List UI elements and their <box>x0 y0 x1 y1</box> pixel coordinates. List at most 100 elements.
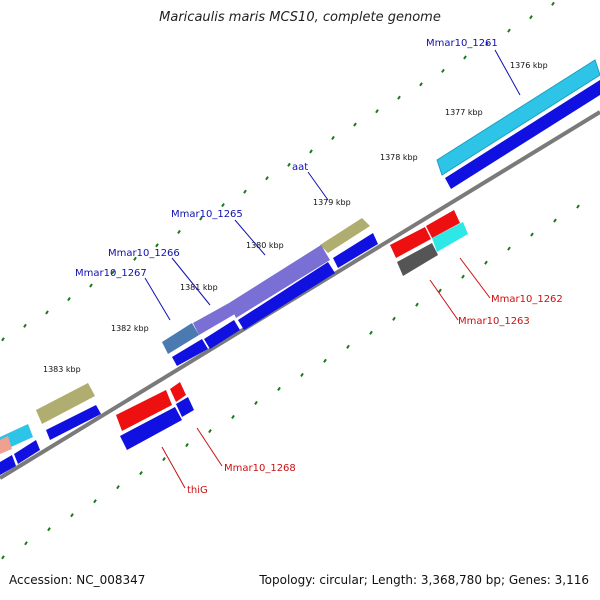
track-tick <box>243 189 247 194</box>
gene-mmar10-1266-cds[interactable] <box>204 320 240 349</box>
gene-thig-cds[interactable] <box>120 407 182 450</box>
label-mmar10-1268[interactable]: Mmar10_1268 <box>224 463 296 474</box>
track-tick <box>419 82 423 87</box>
gene-mmar10-1265-cds[interactable] <box>238 262 335 330</box>
track-tick <box>463 55 467 60</box>
ruler-label: 1378 kbp <box>380 153 418 162</box>
ruler-label: 1379 kbp <box>313 198 351 207</box>
track-tick <box>397 95 401 100</box>
gene-mmar10-1262[interactable] <box>432 222 468 252</box>
track-tick <box>254 400 258 406</box>
track-tick <box>177 229 181 234</box>
track-tick <box>47 527 51 532</box>
gene-aat[interactable] <box>320 218 370 253</box>
track-tick <box>93 499 97 504</box>
label-mmar10-1261[interactable]: Mmar10_1261 <box>426 38 498 49</box>
track-tick <box>67 296 71 302</box>
ruler-label: 1376 kbp <box>510 61 548 70</box>
track-tick <box>287 162 291 167</box>
track-tick <box>461 274 465 279</box>
track-tick <box>89 283 93 288</box>
track-tick <box>155 243 159 248</box>
track-tick <box>485 41 489 47</box>
track-tick <box>208 428 212 434</box>
track-tick <box>24 541 28 546</box>
track-tick <box>392 316 396 321</box>
track-tick <box>45 310 49 315</box>
track-tick <box>111 270 115 275</box>
track-tick <box>375 109 379 114</box>
track-tick <box>553 218 557 223</box>
track-tick <box>507 28 511 33</box>
track-tick <box>231 414 235 420</box>
label-aat[interactable]: aat <box>292 162 308 173</box>
gene-mmar10-1263-rev[interactable] <box>390 227 431 258</box>
accession-text: Accession: NC_008347 <box>9 573 146 587</box>
ruler-label: 1382 kbp <box>111 324 149 333</box>
gene-mmar10-1263[interactable] <box>397 243 438 276</box>
label-mmar10-1263[interactable]: Mmar10_1263 <box>458 316 530 327</box>
track-tick <box>441 68 445 73</box>
track-tick <box>300 372 304 377</box>
track-tick <box>346 344 350 349</box>
label-mmar10-1262[interactable]: Mmar10_1262 <box>491 294 563 305</box>
ruler-label: 1380 kbp <box>246 241 284 250</box>
gene-mmar10-1261-cds[interactable] <box>445 80 600 189</box>
gene-mmar10-1267-cds[interactable] <box>172 339 208 366</box>
track-tick <box>277 386 281 391</box>
gene-aat-cds[interactable] <box>333 233 378 268</box>
track-tick <box>1 555 5 560</box>
track-tick <box>199 216 203 221</box>
track-tick <box>576 204 580 209</box>
ruler-labels: 1376 kbp 1377 kbp 1378 kbp 1379 kbp 1380 kbp… <box>43 61 548 374</box>
track-tick <box>116 485 120 490</box>
track-tick <box>331 135 335 141</box>
gene-mmar10-1268[interactable] <box>170 382 186 402</box>
track-tick <box>484 260 488 265</box>
track-tick <box>529 15 533 20</box>
gene-left-cds-b[interactable] <box>0 455 16 475</box>
label-mmar10-1266[interactable]: Mmar10_1266 <box>108 248 180 259</box>
ruler-label: 1383 kbp <box>43 365 81 374</box>
label-leaders <box>144 49 521 489</box>
track-tick <box>309 149 313 154</box>
track-tick <box>185 442 189 448</box>
track-tick <box>415 302 419 307</box>
genome-backbone <box>0 110 600 480</box>
genome-summary: Topology: circular; Length: 3,368,780 bp… <box>259 573 589 587</box>
track-tick <box>133 256 137 261</box>
label-thig[interactable]: thiG <box>187 485 208 496</box>
track-tick <box>438 288 442 293</box>
track-tick <box>70 513 74 518</box>
track-tick <box>551 1 555 6</box>
gene-mmar10-1265[interactable] <box>229 245 330 318</box>
track-tick <box>507 246 511 251</box>
track-tick <box>265 176 269 181</box>
gene-mmar10-1267[interactable] <box>162 323 199 354</box>
label-mmar10-1265[interactable]: Mmar10_1265 <box>171 209 243 220</box>
track-tick <box>353 122 357 127</box>
gene-mmar10-1262-rev[interactable] <box>426 210 460 238</box>
gene-mmar10-1266[interactable] <box>193 303 235 335</box>
ruler-label: 1381 kbp <box>180 283 218 292</box>
track-tick <box>530 232 534 237</box>
gene-left-cds-a[interactable] <box>14 440 40 464</box>
gene-left-olive-cds[interactable] <box>46 405 101 440</box>
label-mmar10-1267[interactable]: Mmar10_1267 <box>75 268 147 279</box>
gene-mmar10-1268-cds[interactable] <box>176 397 194 417</box>
track-tick <box>221 203 225 208</box>
gene-labels: Mmar10_1261 aat Mmar10_1265 Mmar10_1266 … <box>75 38 563 496</box>
grid-dot-rows <box>1 1 580 560</box>
track-tick <box>1 337 5 342</box>
gene-left-salmon[interactable] <box>0 436 12 454</box>
track-tick <box>323 358 327 363</box>
gene-thig[interactable] <box>116 390 172 431</box>
gene-mmar10-1261[interactable] <box>436 59 600 176</box>
gene-left-olive[interactable] <box>36 383 95 424</box>
track-tick <box>162 457 166 462</box>
gene-features <box>0 59 600 475</box>
track-tick <box>139 471 143 476</box>
ruler-label: 1377 kbp <box>445 108 483 117</box>
track-tick <box>23 323 27 328</box>
